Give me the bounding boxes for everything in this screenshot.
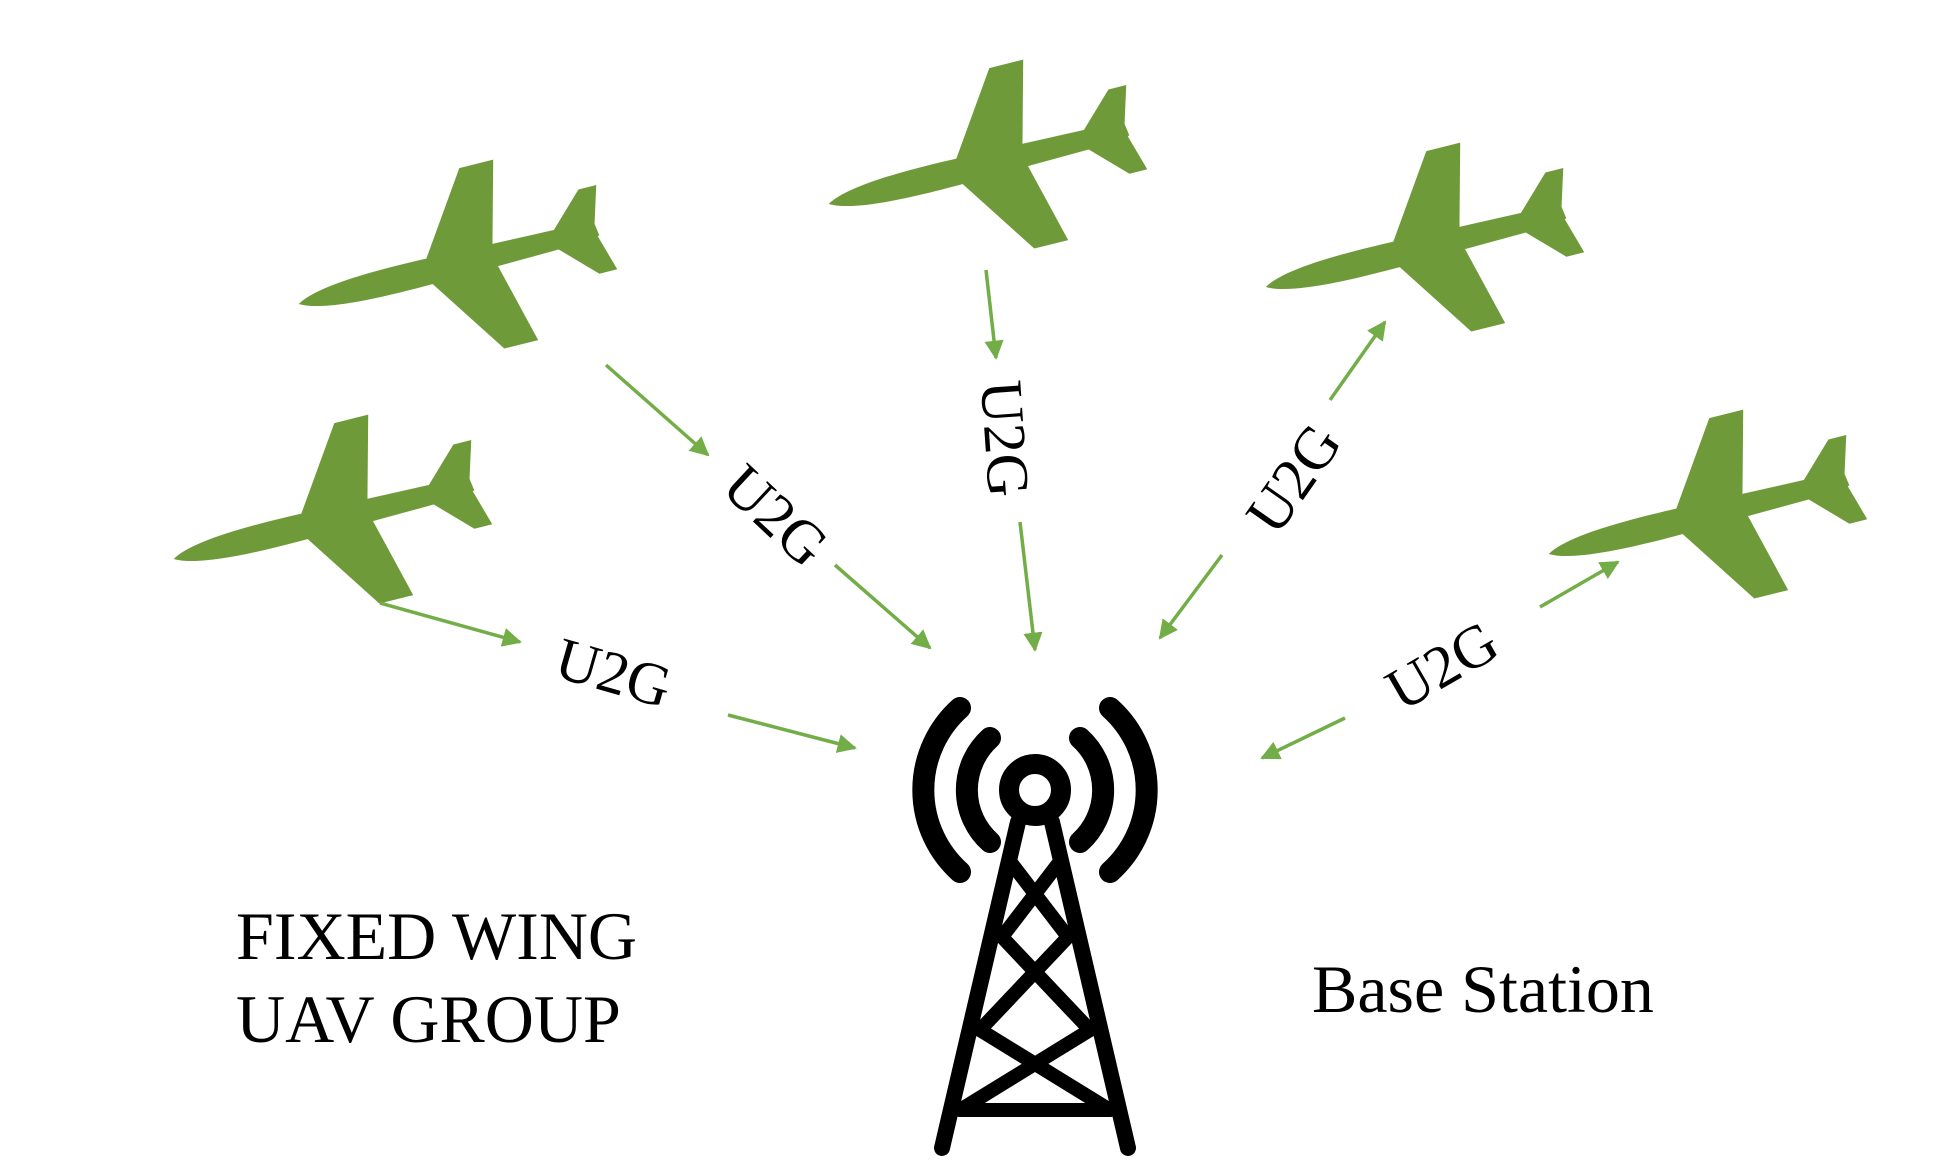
uav-3-icon xyxy=(806,36,1160,295)
base-station-caption: Base Station xyxy=(1312,951,1654,1027)
u2g-link-4 xyxy=(1158,320,1387,640)
uav-group-caption-line-2: UAV GROUP xyxy=(236,980,621,1057)
uav-5-icon xyxy=(1526,386,1880,645)
u2g-link-5 xyxy=(1260,560,1620,760)
base-station-tower-icon xyxy=(912,697,1158,1156)
u2g-link-1 xyxy=(379,601,857,753)
u2g-link-2 xyxy=(604,363,932,650)
u2g-label-1: U2G xyxy=(548,625,678,721)
uav-1-icon xyxy=(151,391,505,650)
uav-group-caption: FIXED WING UAV GROUP xyxy=(236,895,637,1061)
u2g-label-4: U2G xyxy=(1233,412,1354,545)
u2g-label-2: U2G xyxy=(710,451,840,579)
uav-4-icon xyxy=(1243,119,1597,378)
u2g-links xyxy=(379,269,1620,760)
u2g-label-5: U2G xyxy=(1375,608,1509,723)
uav-group xyxy=(151,36,1880,650)
u2g-link-3 xyxy=(984,269,1043,652)
u2g-label-3: U2G xyxy=(968,378,1042,499)
u2g-labels: U2G U2G U2G U2G U2G xyxy=(548,378,1509,723)
uav-group-caption-line-1: FIXED WING xyxy=(236,898,638,974)
uav-2-icon xyxy=(276,136,630,395)
